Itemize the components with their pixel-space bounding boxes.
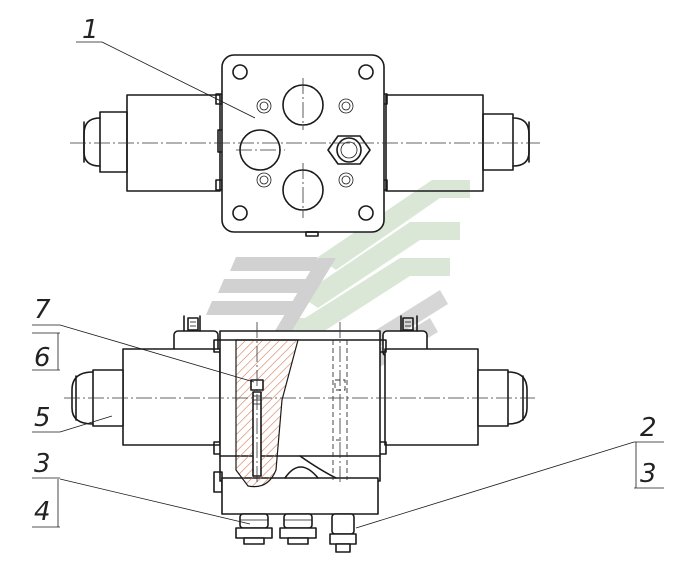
callout-5-leader bbox=[59, 415, 113, 433]
right-solenoid-front bbox=[377, 339, 528, 455]
callout-3-right: 3 bbox=[640, 459, 657, 489]
bottom-ports bbox=[235, 513, 357, 553]
callout-5: 5 bbox=[34, 403, 51, 433]
front-view bbox=[64, 315, 535, 553]
right-solenoid-top bbox=[380, 93, 530, 192]
callout-6: 6 bbox=[34, 343, 51, 373]
callout-2: 2 bbox=[640, 413, 657, 443]
left-solenoid-top bbox=[83, 93, 225, 192]
top-view bbox=[70, 54, 540, 237]
valve-body-top bbox=[221, 54, 385, 237]
callout-4: 4 bbox=[34, 497, 51, 527]
callout-7: 7 bbox=[34, 295, 51, 325]
callout-2-leader bbox=[355, 441, 635, 529]
callout-1-leader bbox=[101, 41, 256, 119]
callout-3-left: 3 bbox=[34, 449, 51, 479]
callout-1: 1 bbox=[82, 15, 99, 45]
callout-7-leader bbox=[59, 324, 255, 383]
callout-4-leader bbox=[59, 478, 251, 525]
callouts: 1 7 6 5 3 4 2 3 bbox=[32, 15, 664, 529]
left-solenoid-front bbox=[71, 339, 223, 455]
valve-body-front bbox=[213, 322, 381, 515]
